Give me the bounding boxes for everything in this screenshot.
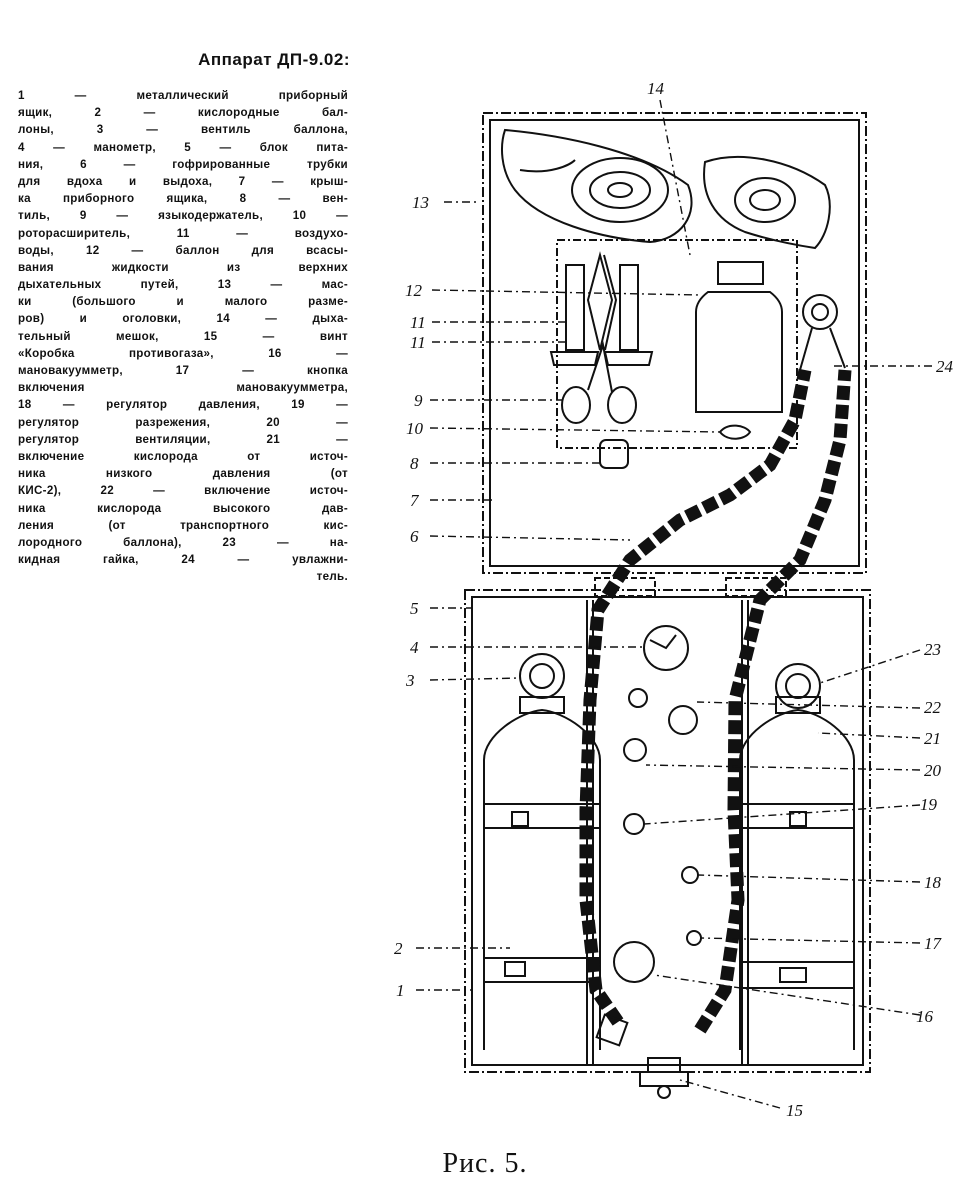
callout-10: 10 [406,419,424,438]
legend-line: включение кислорода от источ- [18,449,348,463]
manometer-button [686,930,702,946]
legend-line: лоны, 3 — вентиль баллона, [18,123,348,137]
callout-22: 22 [924,698,942,717]
pressure-gauge [643,625,689,671]
callout-6: 6 [410,527,419,546]
large-mask [501,128,693,244]
tongue-holder [561,251,637,424]
legend-line: мановакуумметр, 17 — кнопка [18,364,348,377]
legend-line: «Коробка противогаза», 16 — [18,346,348,360]
left-cylinder [483,653,601,1050]
bottom-screw [639,1057,689,1099]
legend-line: ка приборного ящика, 8 — вен- [18,192,348,206]
legend-line: регулятор вентиляции, 21 — [18,432,348,446]
legend-line: лородного баллона), 23 — на- [18,535,348,549]
legend-text: 1 — металлический приборный ящик, 2 — кис… [18,87,348,585]
lid-compartment [556,239,798,449]
legend-line: ки (большого и малого разме- [18,295,348,309]
small-mask [703,156,831,250]
legend-line: тельный мешок, 15 — винт [18,329,348,343]
high-pressure-oxygen-switch [668,705,698,735]
callout-7: 7 [410,491,420,510]
legend-line: включения мановакуумметра, [18,381,348,395]
legend-line: 1 — металлический приборный [18,89,348,102]
callout-17: 17 [924,934,943,953]
ventilation-regulator [623,738,647,762]
legend-line: ров) и оголовки, 14 — дыха- [18,312,348,326]
legend-line: тель. [316,570,348,584]
figure-caption: Рис. 5. [442,1148,528,1179]
callout-4: 4 [410,638,419,657]
manovacuummeter [613,941,655,983]
legend-line: ния, 6 — гофрированные трубки [18,157,348,171]
legend-line: дыхательных путей, 13 — мас- [18,278,348,292]
callout-21: 21 [924,729,941,748]
vacuum-regulator [623,813,645,835]
callout-9: 9 [414,391,423,410]
callout-15: 15 [786,1101,803,1120]
callout-14: 14 [647,79,665,98]
legend-line: регулятор разрежения, 20 — [18,415,348,429]
callout-13: 13 [412,193,429,212]
legend-line: роторасширитель, 11 — воздухо- [18,226,348,240]
valve [599,439,629,469]
legend-line: вания жидкости из верхних [18,260,348,274]
legend-line: кидная гайка, 24 — увлажни- [18,553,348,567]
legend-line: ника низкого давления (от [18,467,348,481]
legend-line: ящик, 2 — кислородные бал- [18,106,348,120]
legend-line: 18 — регулятор давления, 19 — [18,398,348,412]
mouth-expander [718,424,752,440]
figure-title: Аппарат ДП-9.02: [198,50,350,69]
humidifier [799,294,846,371]
callout-23: 23 [924,640,941,659]
callout-12: 12 [405,281,423,300]
callout-11a: 11 [410,313,426,332]
callout-2: 2 [394,939,403,958]
suction-bottle [695,261,783,413]
legend-line: для вдоха и выдоха, 7 — крыш- [18,174,348,188]
callout-8: 8 [410,454,419,473]
legend-line: ника кислорода высокого дав- [18,501,348,515]
callout-5: 5 [410,599,419,618]
low-pressure-oxygen-switch [628,688,648,708]
legend-line: 4 — манометр, 5 — блок пита- [18,140,348,154]
pressure-regulator [681,866,699,884]
legend-line: тиль, 9 — языкодержатель, 10 — [18,209,348,223]
right-hose [694,369,852,1034]
legend-line: КИС-2), 22 — включение источ- [18,484,348,498]
callout-24: 24 [936,357,954,376]
callout-16: 16 [916,1007,934,1026]
callout-1: 1 [396,981,405,1000]
right-cylinder [739,663,855,1050]
hose-end-left [595,1013,629,1047]
lid-outline [482,112,867,574]
callout-18: 18 [924,873,942,892]
legend-line: воды, 12 — баллон для всасы- [18,243,348,257]
callout-3: 3 [405,671,415,690]
legend-line: ления (от транспортного кис- [18,518,348,532]
callout-11b: 11 [410,333,426,352]
callout-19: 19 [920,795,938,814]
callout-20: 20 [924,761,942,780]
left-hose [579,368,812,1026]
